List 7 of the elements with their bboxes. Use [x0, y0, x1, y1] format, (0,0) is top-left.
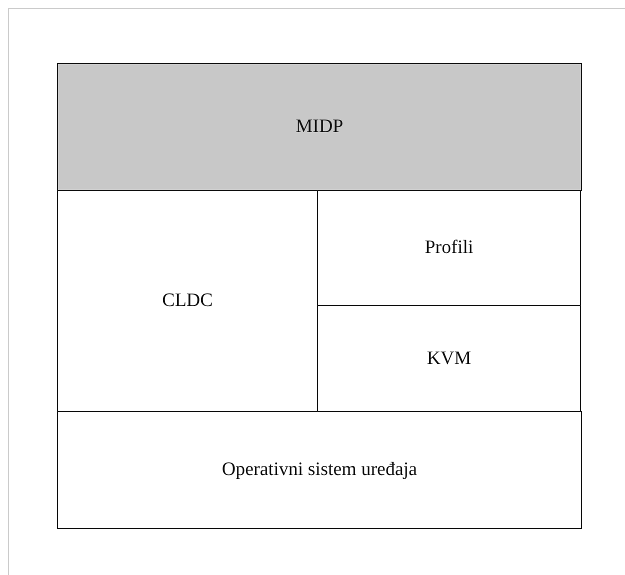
- layer-box: [57, 411, 582, 529]
- layer-label: MIDP: [296, 116, 344, 138]
- layer-label: Operativni sistem uređaja: [222, 459, 418, 481]
- layer-box: [57, 63, 582, 191]
- layer-label: KVM: [426, 348, 472, 370]
- layer-label: Profili: [424, 237, 474, 259]
- layer-label: CLDC: [162, 290, 213, 312]
